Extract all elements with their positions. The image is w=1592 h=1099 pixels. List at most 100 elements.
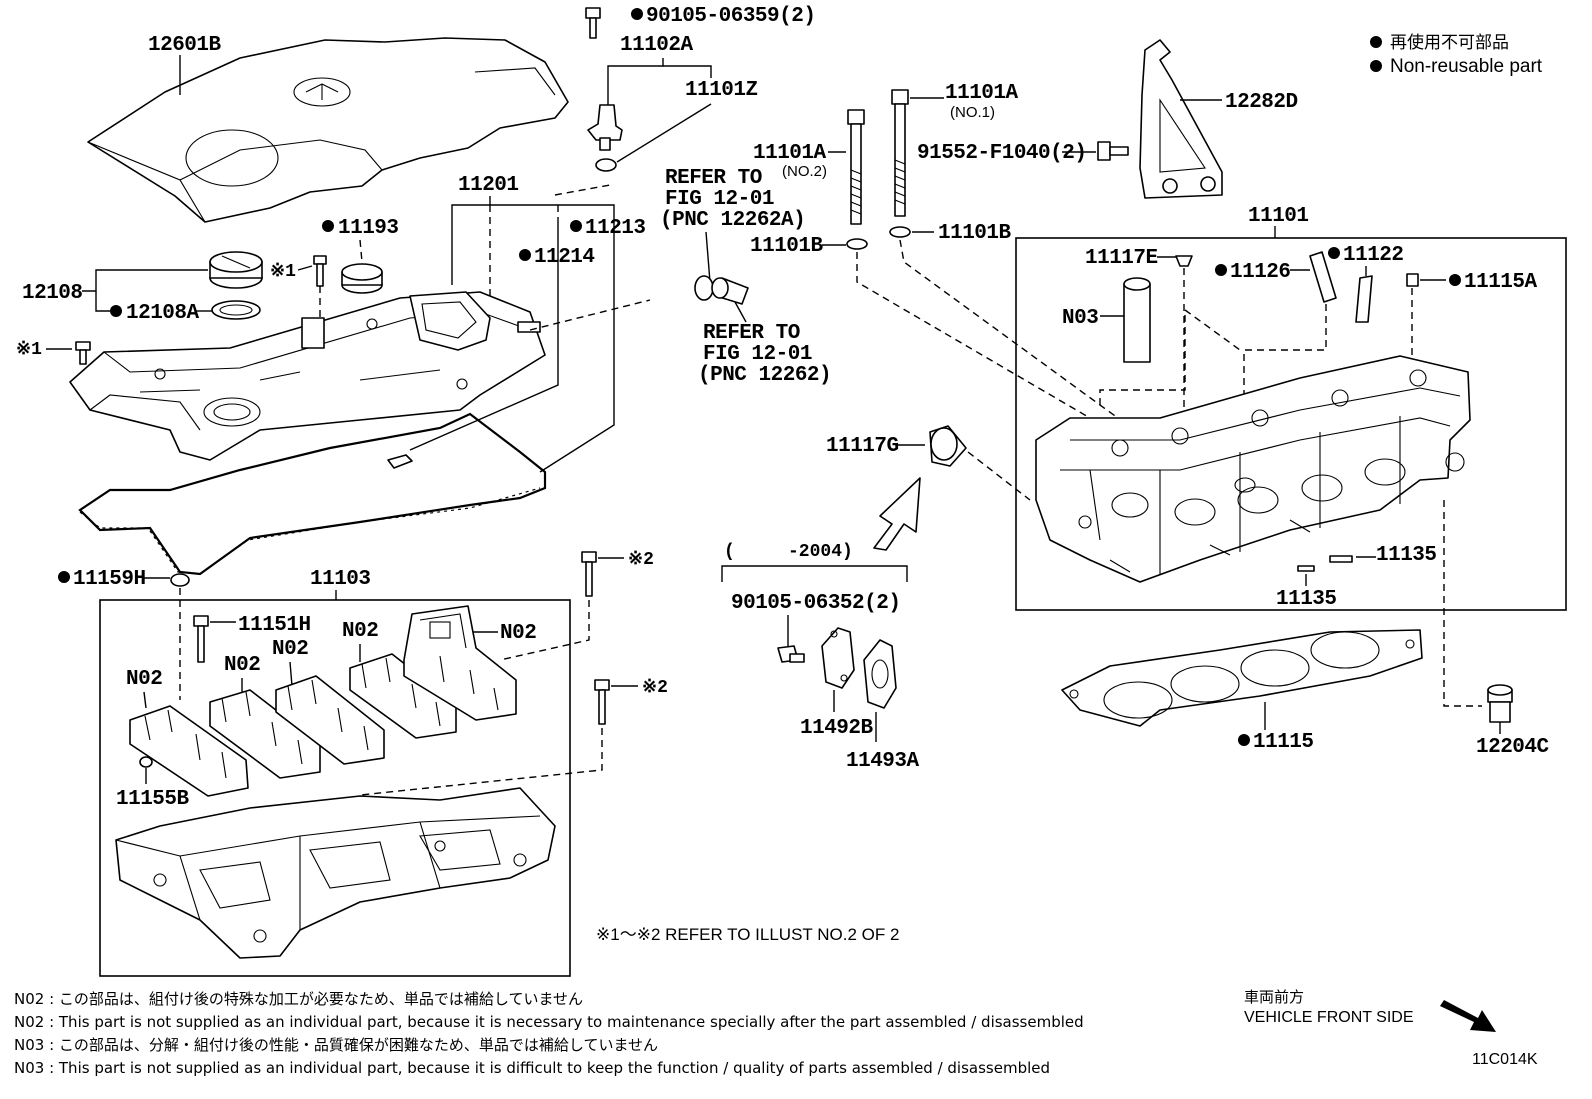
label-mark1-top: ※1 [270, 262, 296, 282]
bearing-cap-2-drawing[interactable] [209, 689, 321, 779]
legend-nonreusable-en: Non-reusable part [1390, 56, 1543, 77]
label-11213: 11213 [585, 217, 646, 240]
camshaft-housing-drawing[interactable] [115, 787, 556, 959]
pin-N03-drawing[interactable] [1123, 277, 1151, 363]
label-N02-a: N02 [342, 620, 378, 643]
bearing-cap-3-drawing[interactable] [275, 675, 385, 765]
plug-12204C-drawing[interactable] [1487, 684, 1513, 723]
plug-11193-drawing[interactable] [341, 263, 383, 294]
engine-cover-drawing[interactable] [87, 37, 569, 223]
label-11193: 11193 [338, 217, 399, 240]
washer-left-drawing[interactable] [846, 238, 868, 250]
label-11103: 11103 [310, 568, 371, 591]
label-11115A: 11115A [1464, 271, 1538, 294]
refer1-line2: FIG 12-01 [665, 188, 774, 211]
bolt-90105-06352-drawing[interactable] [777, 645, 805, 663]
head-bolt-no1-drawing[interactable] [891, 89, 909, 217]
refer1-line3: (PNC 12262A) [660, 209, 805, 232]
head-bolt-no2-drawing[interactable] [847, 109, 865, 225]
refer1-line1: REFER TO [665, 167, 762, 190]
cylinder-head-drawing[interactable] [1035, 355, 1471, 583]
head-gasket-drawing[interactable] [1061, 629, 1423, 727]
guide-11126-drawing[interactable] [1309, 251, 1337, 303]
bearing-cap-4-drawing[interactable] [349, 653, 457, 739]
bolt-mark1-drawing[interactable] [313, 255, 327, 265]
label-11101Z: 11101Z [685, 79, 758, 102]
legend-nonreusable-jp: 再使用不可部品 [1390, 32, 1509, 52]
label-91552-F1040: 91552-F1040(2) [917, 142, 1086, 165]
label-N02-d: N02 [224, 654, 260, 677]
label-90105-06359: 90105-06359(2) [646, 5, 815, 28]
label-12282D: 12282D [1225, 91, 1298, 114]
label-N02-c: N02 [272, 638, 308, 661]
label-N02-e: N02 [126, 668, 162, 691]
front-arrow-icon [1440, 1000, 1496, 1032]
label-11135-right: 11135 [1376, 544, 1437, 567]
bolt-mark2-lower-drawing[interactable] [594, 679, 610, 691]
refer2-line3: (PNC 12262) [698, 364, 831, 387]
head-cover-gasket-drawing[interactable] [78, 412, 547, 576]
label-90105-06352: 90105-06352(2) [731, 592, 900, 615]
label-11101B-left: 11101B [750, 235, 824, 258]
label-11115: 11115 [1253, 731, 1314, 754]
label-N03: N03 [1062, 307, 1098, 330]
plug-11155B-drawing[interactable] [139, 756, 153, 768]
plug-11117G-drawing[interactable] [929, 425, 967, 467]
plug-11159H-drawing[interactable] [170, 573, 190, 587]
bolt-mark2-upper-drawing[interactable] [581, 551, 597, 563]
label-12204C: 12204C [1476, 736, 1550, 759]
label-mark2-lower: ※2 [642, 678, 668, 698]
guide-11122-drawing[interactable] [1355, 275, 1373, 323]
plug-11117E-drawing[interactable] [1175, 255, 1193, 267]
label-11122: 11122 [1343, 244, 1404, 267]
refer-illust-note: ※1～※2 REFER TO ILLUST NO.2 OF 2 [596, 925, 899, 944]
camshaft-housing-box [99, 599, 571, 977]
gasket-11214-drawing[interactable] [387, 454, 413, 469]
bearing-cap-1-drawing[interactable] [129, 705, 249, 797]
label-11102A: 11102A [620, 34, 694, 57]
label-12601B: 12601B [148, 34, 222, 57]
cylinder-head-cover-drawing[interactable] [69, 291, 546, 461]
gasket-11493A-drawing[interactable] [863, 639, 897, 709]
note-n02-jp: N02 : この部品は、組付け後の特殊な加工が必要なため、単品では補給していませ… [14, 990, 583, 1008]
bullet-icon [1370, 36, 1382, 48]
figure-id: 11C014K [1472, 1051, 1538, 1068]
engine-hanger-drawing[interactable] [1139, 39, 1223, 199]
range-end: -2004) [788, 542, 853, 562]
label-N02-b: N02 [500, 622, 536, 645]
range-open: ( [724, 542, 735, 562]
bearing-cap-front-drawing[interactable] [403, 605, 517, 721]
o-ring-11101Z-drawing[interactable] [595, 158, 617, 172]
dowel-11135-a-drawing[interactable] [1329, 555, 1353, 563]
note-n02-en: N02 : This part is not supplied as an in… [14, 1013, 1084, 1031]
vehicle-front-jp: 車両前方 [1244, 988, 1304, 1006]
label-11155B: 11155B [116, 788, 190, 811]
label-11126: 11126 [1230, 261, 1291, 284]
label-11101A-no1: 11101A [945, 82, 1019, 105]
direction-arrow-icon [873, 477, 921, 551]
label-11101B-right: 11101B [938, 222, 1012, 245]
washer-right-drawing[interactable] [889, 226, 911, 238]
label-mark2-upper: ※2 [628, 550, 654, 570]
plate-11492B-drawing[interactable] [821, 627, 855, 689]
legend: 再使用不可部品 Non-reusable part [1370, 32, 1543, 77]
cam-sensor-drawing[interactable] [587, 104, 623, 151]
note-n03-en: N03 : This part is not supplied as an in… [14, 1059, 1050, 1077]
vehicle-front-en: VEHICLE FRONT SIDE [1244, 1009, 1414, 1026]
label-no1: (NO.1) [950, 104, 995, 121]
bolt-11151H-drawing[interactable] [193, 615, 209, 627]
label-11101A-no2: 11101A [753, 142, 827, 165]
hose-clamp-drawing[interactable] [694, 275, 749, 305]
label-11101: 11101 [1248, 205, 1309, 228]
label-12108: 12108 [22, 282, 83, 305]
cylinder-head-box [1015, 237, 1567, 611]
oil-filler-cap-drawing[interactable] [209, 251, 263, 289]
dowel-11135-b-drawing[interactable] [1297, 565, 1315, 572]
bolt-90105-06359-drawing[interactable] [585, 7, 601, 39]
gasket-12108A-drawing[interactable] [211, 300, 261, 320]
plug-11115A-drawing[interactable] [1406, 273, 1419, 287]
bolt-91552-drawing[interactable] [1097, 141, 1129, 161]
label-11214: 11214 [534, 246, 595, 269]
label-11117G: 11117G [826, 435, 899, 458]
